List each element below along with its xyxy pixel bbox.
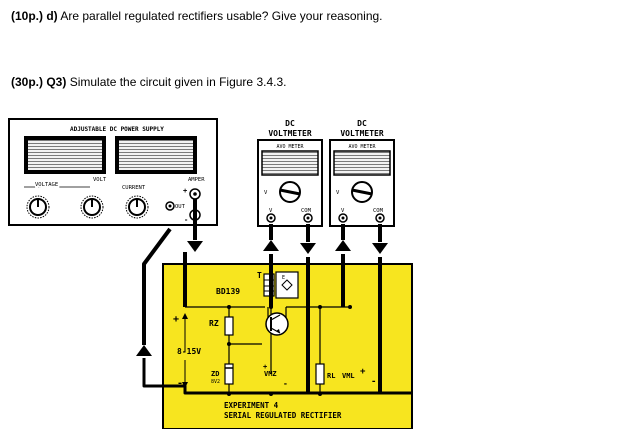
- ps-minus-sign: -: [184, 216, 188, 224]
- zener-diode: [224, 363, 234, 385]
- transistor-letter: T: [257, 271, 262, 280]
- voltmeter-2-com-label: COM: [373, 208, 384, 214]
- input-minus-sign: -: [177, 378, 183, 389]
- voltmeter-1-selector[interactable]: [279, 181, 301, 203]
- ps-plus-sign: +: [183, 187, 187, 195]
- ps-plus-terminal[interactable]: [189, 188, 201, 200]
- experiment-number: EXPERIMENT 4: [224, 401, 279, 410]
- input-range: 8-15V: [177, 347, 201, 356]
- voltage-knob-label: VOLTAGE: [35, 182, 58, 188]
- voltmeter-2-v-terminal-label: V: [341, 208, 345, 214]
- voltmeter-1-display: [261, 150, 319, 176]
- vml-plus-sign: +: [360, 367, 366, 377]
- voltage-knob-coarse[interactable]: [26, 195, 50, 219]
- voltmeter-2-display: [333, 150, 391, 176]
- question-q3: (30p.) Q3) Simulate the circuit given in…: [11, 75, 286, 89]
- voltmeter-1-v-mode: V: [264, 190, 268, 196]
- vmz-plus-sign: +: [263, 363, 267, 371]
- out-label: OUT: [175, 204, 186, 210]
- zener-label: ZD: [211, 370, 219, 378]
- connection-wires: [142, 199, 412, 395]
- transistor-tab-letter: E: [282, 275, 285, 281]
- rl-resistor: [315, 363, 325, 385]
- output-switch[interactable]: [165, 201, 175, 211]
- voltmeter-1-sub: AVO METER: [276, 144, 304, 150]
- question-d-text: Are parallel regulated rectifiers usable…: [60, 9, 383, 23]
- wire-ps-minus: [142, 227, 172, 345]
- current-knob-label: CURRENT: [122, 185, 146, 191]
- arrow-ps-plus: [187, 241, 203, 252]
- voltmeter-2-com-terminal[interactable]: [375, 213, 385, 223]
- arrow-vm1-com: [300, 243, 316, 254]
- rl-label: RL: [327, 372, 335, 380]
- experiment-title: SERIAL REGULATED RECTIFIER: [224, 411, 342, 420]
- question-q3-text: Simulate the circuit given in Figure 3.4…: [69, 75, 287, 89]
- arrow-vm1-v: [263, 240, 279, 251]
- input-plus-sign: +: [173, 314, 179, 325]
- power-supply: ADJUSTABLE DC POWER SUPPLY VOLT AMPER VO…: [8, 118, 218, 226]
- voltmeter-1-v-terminal[interactable]: [266, 213, 276, 223]
- arrow-vm2-v: [335, 240, 351, 251]
- voltmeter-2-selector[interactable]: [351, 181, 373, 203]
- question-d-number: (10p.) d): [11, 9, 58, 23]
- transistor-symbol: [265, 312, 289, 336]
- voltmeter-2-v-mode: V: [336, 190, 340, 196]
- circuit-figure: ADJUSTABLE DC POWER SUPPLY VOLT AMPER VO…: [8, 118, 413, 429]
- vml-minus-sign: -: [371, 377, 376, 387]
- amper-display: [119, 140, 193, 170]
- power-supply-title: ADJUSTABLE DC POWER SUPPLY: [70, 126, 164, 133]
- voltmeter-1-dc: DC: [285, 119, 295, 128]
- voltmeter-2-sub: AVO METER: [348, 144, 376, 150]
- rz-resistor: [224, 316, 234, 336]
- voltmeter-1-v-terminal-label: V: [269, 208, 273, 214]
- voltmeter-2: DC VOLTMETER AVO METER V V COM: [329, 119, 395, 227]
- voltage-knob-fine[interactable]: [80, 195, 104, 219]
- vmz-minus-sign: -: [283, 379, 288, 388]
- connector-arrows: [136, 240, 388, 356]
- question-q3-number: (30p.) Q3): [11, 75, 67, 89]
- voltmeter-1-com-label: COM: [301, 208, 312, 214]
- volt-display: [28, 140, 102, 170]
- voltmeter-1-com-terminal[interactable]: [303, 213, 313, 223]
- voltmeter-2-v-terminal[interactable]: [338, 213, 348, 223]
- voltmeter-1-title: VOLTMETER: [268, 129, 312, 138]
- arrow-vm2-com: [372, 243, 388, 254]
- arrow-ps-minus: [136, 345, 152, 356]
- voltmeter-1: DC VOLTMETER AVO METER V V COM: [257, 119, 323, 227]
- voltmeter-2-dc: DC: [357, 119, 367, 128]
- question-d: (10p.) d) Are parallel regulated rectifi…: [11, 9, 383, 23]
- zener-value: 8V2: [211, 379, 220, 385]
- transistor-name: BD139: [216, 287, 240, 296]
- volt-label: VOLT: [93, 177, 107, 183]
- amper-label: AMPER: [188, 177, 205, 183]
- experiment-board: BD139 T E RZ + 8-15V - ZD 8V: [162, 263, 413, 429]
- wire-ground-rail: [142, 358, 412, 395]
- rz-label: RZ: [209, 319, 219, 328]
- current-knob[interactable]: [125, 195, 149, 219]
- voltmeter-2-title: VOLTMETER: [340, 129, 384, 138]
- vml-label: VML: [342, 372, 355, 380]
- vmz-label: VMZ: [264, 370, 277, 378]
